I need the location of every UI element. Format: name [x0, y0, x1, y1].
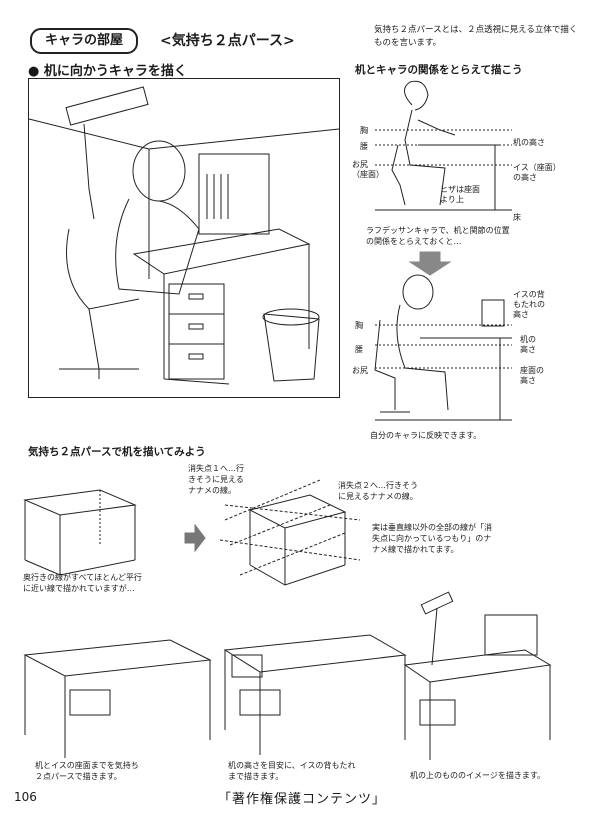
page-number: 106: [14, 790, 37, 804]
section-title-draw-desk: 気持ち２点パースで机を描いてみよう: [28, 446, 206, 458]
note-all-diagonal: 実は垂直線以外の全部の線が「消 失点に向かっているつもり」のナ ナメ線で描かれて…: [372, 523, 492, 554]
intro-text: 気持ち２点パースとは、２点透視に見える立体で描くものを言います。: [374, 25, 578, 48]
category-tag: キャラの部屋: [30, 28, 138, 54]
page-subtitle: <気持ち２点パース>: [160, 33, 295, 49]
illustration-desk-scene: [28, 86, 340, 385]
label-hip-lower: お尻: [352, 366, 368, 375]
caption-step-1: 机とイスの座面までを気持ち ２点パースで描きます。: [35, 761, 139, 781]
label-chest-lower: 胸: [355, 321, 363, 330]
label-chair-height-upper: イス（座面） の高さ: [513, 163, 561, 182]
note-vanishing-point-1: 消失点１へ…行 きそうに見える ナナメの線。: [188, 464, 244, 495]
label-backrest-height: イスの背 もたれの 高さ: [513, 290, 545, 319]
desk-character-illustration: [28, 78, 340, 398]
copyright-watermark: 「著作権保護コンテンツ」: [218, 792, 387, 807]
label-hip-upper: お尻 （座面）: [352, 160, 384, 179]
label-knee: ヒザは座面 より上: [440, 185, 480, 204]
label-seat-height: 座面の 高さ: [520, 366, 544, 385]
caption-reflect-character: 自分のキャラに反映できます。: [370, 431, 482, 440]
section-title-desk-character: ● 机に向かうキャラを描く: [28, 64, 187, 79]
label-waist-lower: 腰: [355, 345, 363, 354]
label-waist-upper: 腰: [360, 142, 368, 151]
label-desk-height-lower: 机の 高さ: [520, 335, 536, 354]
label-floor: 床: [513, 213, 521, 222]
label-desk-height-upper: 机の高さ: [513, 138, 545, 147]
label-chest-upper: 胸: [360, 126, 368, 135]
caption-step-2: 机の高さを目安に、イスの背もたれ まで描きます。: [228, 761, 356, 781]
note-vanishing-point-2: 消失点２へ…行きそう に見えるナナメの線。: [338, 481, 418, 501]
caption-rough-sketch: ラフデッサンキャラで、机と関節の位置の関係をとらえておくと…: [366, 226, 510, 246]
note-parallel-lines: 奥行きの線がすべてほとんど平行 に近い線で描かれていますが…: [23, 573, 142, 593]
section-title-desk-relation: 机とキャラの関係をとらえて描こう: [355, 64, 523, 76]
caption-step-3: 机の上のもののイメージを描きます。: [410, 771, 546, 780]
